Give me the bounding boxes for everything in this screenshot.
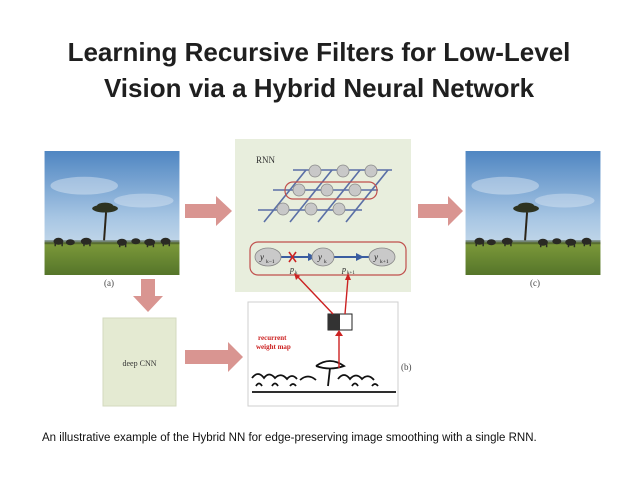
chain-node-prev: y k−1 bbox=[254, 247, 282, 267]
chain-node-prev-sub: k−1 bbox=[266, 259, 275, 265]
cnn-block: deep CNN bbox=[102, 317, 177, 407]
label-c: (c) bbox=[530, 278, 540, 288]
weight-pointer-arrows bbox=[296, 275, 349, 315]
chain-node-prev-label: y bbox=[259, 252, 264, 262]
chain-node-cur: y k bbox=[311, 247, 335, 267]
arrow-input-to-cnn bbox=[133, 279, 163, 312]
rnn-panel: RNN bbox=[235, 139, 411, 292]
rnn-highlight-row bbox=[284, 181, 378, 200]
rnn-nodes bbox=[276, 164, 378, 216]
chain-node-cur-sub: k bbox=[324, 259, 327, 265]
weight-p-k-label: p bbox=[289, 265, 294, 274]
rnn-label: RNN bbox=[256, 155, 276, 165]
figure-caption: An illustrative example of the Hybrid NN… bbox=[42, 432, 537, 444]
title-line-2: Vision via a Hybrid Neural Network bbox=[103, 73, 535, 103]
title-line-1: Learning Recursive Filters for Low-Level bbox=[67, 37, 571, 67]
weight-p-k1-sub: k+1 bbox=[347, 271, 355, 276]
weight-p-k1-label: p bbox=[341, 265, 346, 274]
cut-marker-icon bbox=[288, 251, 297, 263]
weight-p-k: p k bbox=[289, 265, 298, 276]
hybrid-nn-figure: (a) (c) RNN bbox=[44, 139, 601, 407]
arrow-rnn-to-output bbox=[418, 196, 463, 226]
chain-node-next-sub: k+1 bbox=[380, 259, 389, 265]
chain-node-next-label: y bbox=[373, 252, 378, 262]
slide-title: Learning Recursive Filters for Low-Level… bbox=[0, 34, 638, 106]
weight-p-k1: p k+1 bbox=[341, 265, 355, 276]
label-b: (b) bbox=[401, 362, 412, 372]
chain-node-cur-label: y bbox=[317, 252, 322, 262]
weight-map-panel: recurrent weight map (b) bbox=[247, 301, 412, 407]
weight-map-label-1: recurrent bbox=[258, 334, 287, 342]
label-a: (a) bbox=[104, 278, 114, 288]
weight-p-k-sub: k bbox=[295, 271, 298, 276]
arrow-input-to-rnn bbox=[185, 196, 232, 226]
weight-map-label-2: weight map bbox=[256, 343, 291, 351]
input-image bbox=[44, 151, 180, 275]
arrow-cnn-to-weight-map bbox=[185, 342, 243, 372]
recursion-chain-box bbox=[249, 241, 407, 276]
output-image bbox=[465, 151, 601, 275]
cnn-label: deep CNN bbox=[123, 359, 157, 368]
chain-node-next: y k+1 bbox=[368, 247, 396, 267]
edge-sketch bbox=[251, 360, 396, 393]
